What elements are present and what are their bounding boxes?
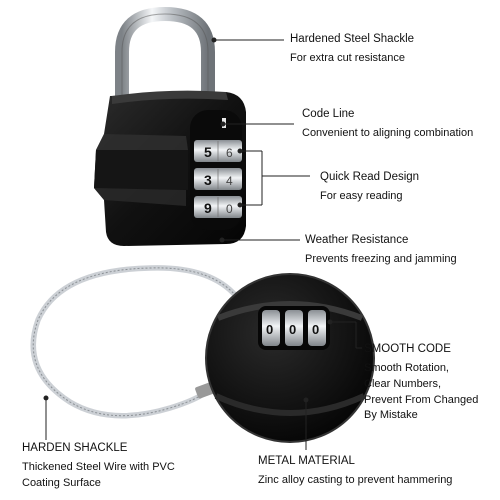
callout-desc: For easy reading bbox=[320, 190, 403, 203]
callout-desc: For extra cut resistance bbox=[290, 52, 405, 65]
callout-smooth-code: SMOOTH CODE Smooth Rotation, Clear Numbe… bbox=[364, 343, 478, 422]
padlock-dial[interactable]: 3 4 bbox=[194, 168, 242, 190]
cable-lock-dial[interactable]: 0 bbox=[285, 310, 303, 346]
callout-title: Code Line bbox=[302, 108, 355, 120]
callout-line: Coating Surface bbox=[22, 476, 101, 489]
callout-line: Smooth Rotation, bbox=[364, 362, 449, 375]
callout-weather: Weather Resistance Prevents freezing and… bbox=[305, 234, 457, 266]
callout-metal: METAL MATERIAL Zinc alloy casting to pre… bbox=[258, 455, 452, 487]
cable-lock-dial-digit: 0 bbox=[289, 322, 296, 337]
callout-code-line: Code Line Convenient to aligning combina… bbox=[302, 108, 473, 140]
callout-quick-read: Quick Read Design For easy reading bbox=[320, 171, 419, 203]
callout-desc: Zinc alloy casting to prevent hammering bbox=[258, 474, 453, 487]
cable-lock-dial[interactable]: 0 bbox=[308, 310, 326, 346]
cable-lock: 0 0 0 bbox=[30, 265, 375, 443]
padlock-dial-digit: 3 bbox=[204, 172, 212, 188]
callout-desc: Prevents freezing and jamming bbox=[305, 253, 457, 266]
cable-lock-dials: 0 0 0 bbox=[262, 310, 326, 346]
padlock-shackle bbox=[115, 6, 215, 104]
callout-harden-shackle: HARDEN SHACKLE Thickened Steel Wire with… bbox=[22, 442, 175, 490]
callout-title: Weather Resistance bbox=[305, 234, 409, 246]
leader-lines bbox=[43, 37, 362, 450]
svg-text:6: 6 bbox=[226, 146, 233, 160]
callout-title: METAL MATERIAL bbox=[258, 455, 355, 467]
padlock-dial-digit: 9 bbox=[204, 200, 212, 216]
callout-line: Clear Numbers, bbox=[364, 377, 442, 390]
callout-line: Prevent From Changed bbox=[364, 393, 479, 406]
svg-text:4: 4 bbox=[226, 174, 233, 188]
callout-title: HARDEN SHACKLE bbox=[22, 442, 128, 454]
padlock-dial[interactable]: 5 6 bbox=[194, 140, 242, 162]
callout-title: Hardened Steel Shackle bbox=[290, 33, 415, 45]
cable-lock-dial-digit: 0 bbox=[266, 322, 273, 337]
cable-lock-dial-digit: 0 bbox=[312, 322, 319, 337]
cable-lock-body bbox=[206, 274, 374, 442]
callout-title: SMOOTH CODE bbox=[364, 343, 451, 355]
padlock-dial[interactable]: 9 0 bbox=[194, 196, 242, 218]
callout-shackle: Hardened Steel Shackle For extra cut res… bbox=[290, 33, 414, 65]
padlock: 5 6 3 4 9 0 bbox=[94, 6, 246, 246]
padlock-dials: 5 6 3 4 9 0 bbox=[194, 140, 242, 218]
padlock-dial-digit: 5 bbox=[204, 144, 212, 160]
cable-lock-dial[interactable]: 0 bbox=[262, 310, 280, 346]
callout-line: By Mistake bbox=[364, 409, 418, 422]
callout-line: Thickened Steel Wire with PVC bbox=[22, 461, 175, 474]
callout-title: Quick Read Design bbox=[320, 171, 420, 183]
svg-text:0: 0 bbox=[226, 202, 233, 216]
callout-desc: Convenient to aligning combination bbox=[302, 127, 474, 140]
